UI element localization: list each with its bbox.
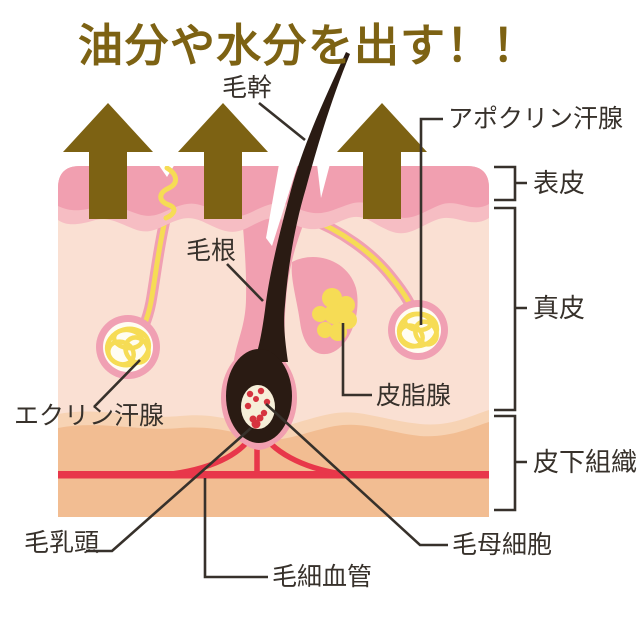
leader-hair-shaft: [258, 101, 306, 142]
hair-surface-gap-right: [317, 166, 330, 198]
sebum-lobe: [322, 288, 342, 308]
sebum-lobe: [324, 304, 344, 324]
matrix-dot: [263, 398, 271, 406]
matrix-dot: [251, 419, 261, 429]
matrix-dot: [260, 409, 268, 417]
matrix-dot: [256, 414, 264, 422]
blood-vessel: [58, 471, 489, 479]
label-capillary: 毛細血管: [272, 562, 372, 591]
label-hair-papilla: 毛乳頭: [24, 528, 99, 557]
subcutaneous-layer: [58, 422, 489, 517]
label-epidermis: 表皮: [533, 169, 585, 199]
label-dermis: 真皮: [533, 294, 585, 324]
label-subcutaneous-tissue: 皮下組織: [533, 448, 637, 478]
bracket-epidermis: [494, 165, 527, 202]
label-sebaceous-gland: 皮脂腺: [376, 381, 451, 410]
coil-loop: [123, 335, 151, 365]
eccrine-gland-coil: [104, 326, 152, 368]
eccrine-duct-squiggle: [158, 166, 178, 221]
up-arrow-icon: [63, 103, 153, 219]
up-arrow-icon: [337, 103, 427, 219]
apocrine-gland-coil: [396, 311, 440, 349]
up-arrow-icon: [178, 103, 268, 219]
bracket-dermis: [494, 206, 527, 412]
secretion-arrows: [63, 103, 427, 219]
diagram-title: 油分や水分を出す！！: [78, 19, 538, 72]
layer-brackets: [494, 165, 527, 512]
coil-loop: [402, 311, 434, 333]
eccrine-sweat-gland: [96, 210, 172, 379]
leader-eccrine: [93, 359, 141, 408]
matrix-dot: [257, 387, 265, 395]
sebum-lobe: [317, 322, 333, 338]
leader-hair-root: [226, 263, 264, 302]
leader-papilla: [86, 427, 252, 553]
coil-loop: [111, 327, 145, 351]
matrix-dot: [253, 396, 259, 402]
label-hair-shaft: 毛幹: [222, 73, 272, 102]
label-hair-matrix-cells: 毛母細胞: [452, 530, 552, 559]
apocrine-sweat-gland: [302, 212, 448, 360]
leader-lines: [86, 101, 448, 579]
label-eccrine-sweat-gland: エクリン汗腺: [14, 401, 164, 430]
hair-papilla: [241, 385, 275, 429]
label-apocrine-sweat-gland: アポクリン汗腺: [448, 104, 623, 133]
sebum-lobe: [312, 306, 328, 322]
matrix-dot: [244, 402, 252, 410]
leader-apocrine: [419, 117, 443, 325]
hair-surface-gap-left: [266, 166, 298, 246]
hair-shaft: [254, 52, 350, 362]
coil-loop: [413, 319, 439, 347]
leader-sebaceous: [341, 323, 372, 397]
matrix-dot: [246, 390, 254, 398]
leader-capillary: [203, 478, 268, 579]
leader-matrix-cells: [265, 403, 448, 547]
label-hair-root: 毛根: [186, 236, 236, 265]
bracket-subcutaneous: [494, 414, 527, 512]
